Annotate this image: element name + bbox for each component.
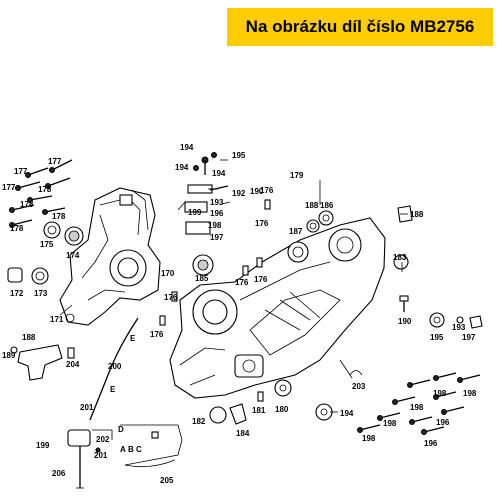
callout-210: 200 bbox=[108, 362, 122, 371]
callout-178-d: 178 bbox=[10, 224, 24, 233]
callout-203-c: 194 bbox=[212, 169, 226, 178]
callout-A: A bbox=[120, 445, 126, 454]
part-number-banner: Na obrázku díl číslo MB2756 bbox=[227, 8, 493, 46]
right-side-small-parts bbox=[315, 295, 483, 435]
callout-173: 173 bbox=[34, 289, 48, 298]
callout-179: 179 bbox=[290, 171, 304, 180]
callout-193: 194 bbox=[340, 409, 354, 418]
leader-lines bbox=[208, 159, 408, 413]
callout-197-a: 198 bbox=[433, 389, 447, 398]
callout-195-a: 196 bbox=[436, 418, 450, 427]
callout-206: 197 bbox=[210, 233, 224, 242]
lower-left-parts bbox=[10, 317, 183, 489]
callout-215: 205 bbox=[160, 476, 174, 485]
callout-177-c: 177 bbox=[2, 183, 16, 192]
callout-211-b: 201 bbox=[94, 451, 108, 460]
callout-174: 174 bbox=[66, 251, 80, 260]
callout-195-b: 196 bbox=[424, 439, 438, 448]
callout-190: 190 bbox=[398, 317, 412, 326]
left-bearings-seals bbox=[7, 221, 84, 285]
callout-201: 192 bbox=[232, 189, 246, 198]
callout-172: 172 bbox=[10, 289, 24, 298]
bolts-177-178 bbox=[9, 159, 73, 228]
callout-213: 203 bbox=[352, 382, 366, 391]
callout-176-c: 176 bbox=[254, 275, 268, 284]
callout-212: 202 bbox=[96, 435, 110, 444]
callout-188: 188 bbox=[305, 201, 319, 210]
callout-171: 171 bbox=[50, 315, 64, 324]
callout-170: 170 bbox=[161, 269, 175, 278]
callout-203-b: 194 bbox=[175, 163, 189, 172]
callout-194: 195 bbox=[430, 333, 444, 342]
callout-200: 190 bbox=[250, 187, 264, 196]
callout-183: 183 bbox=[393, 253, 407, 262]
callout-177: 177 bbox=[48, 157, 62, 166]
callout-196: 197 bbox=[462, 333, 476, 342]
callout-182: 182 bbox=[192, 417, 206, 426]
breather-bracket-assembly bbox=[177, 152, 229, 235]
callout-189: 188 bbox=[410, 210, 424, 219]
callout-177-b: 177 bbox=[14, 167, 28, 176]
dowel-pins-misc bbox=[159, 199, 292, 425]
callout-176-e: 176 bbox=[164, 293, 178, 302]
callout-198: 188 bbox=[22, 333, 36, 342]
left-crankcase-half bbox=[59, 187, 161, 326]
callout-192: 193 bbox=[452, 323, 466, 332]
callout-labels: 177 177 177 178 178 178 178 175 174 172 … bbox=[2, 143, 477, 485]
callout-178-b: 178 bbox=[20, 200, 34, 209]
callout-178: 178 bbox=[38, 185, 52, 194]
callout-197-b: 198 bbox=[463, 389, 477, 398]
callout-214: 204 bbox=[66, 360, 80, 369]
callout-176-f: 176 bbox=[150, 330, 164, 339]
callout-E-2: E bbox=[110, 385, 116, 394]
callout-216: 206 bbox=[52, 469, 66, 478]
callout-C: C bbox=[136, 445, 142, 454]
callout-197-c: 198 bbox=[410, 403, 424, 412]
callout-181: 181 bbox=[252, 406, 266, 415]
right-bearings-seals bbox=[192, 205, 413, 276]
callout-176-d: 176 bbox=[235, 278, 249, 287]
callout-186: 186 bbox=[320, 201, 334, 210]
part-number-title: Na obrázku díl číslo MB2756 bbox=[245, 17, 475, 36]
callout-B: B bbox=[128, 445, 134, 454]
callout-197-e: 198 bbox=[362, 434, 376, 443]
callout-175: 175 bbox=[40, 240, 54, 249]
callout-187: 187 bbox=[289, 227, 303, 236]
callout-207: 198 bbox=[208, 221, 222, 230]
callout-205: 196 bbox=[210, 209, 224, 218]
callout-185: 185 bbox=[195, 274, 209, 283]
callout-E-1: E bbox=[130, 334, 136, 343]
right-crankcase-half bbox=[169, 217, 386, 399]
callout-202: 193 bbox=[210, 198, 224, 207]
callout-D: D bbox=[118, 425, 124, 434]
callout-203: 194 bbox=[180, 143, 194, 152]
callout-184: 184 bbox=[236, 429, 250, 438]
callout-176-a: 176 bbox=[260, 186, 274, 195]
callout-178-c: 178 bbox=[52, 212, 66, 221]
callout-199: 189 bbox=[2, 351, 16, 360]
callout-197-d: 198 bbox=[383, 419, 397, 428]
callout-180: 180 bbox=[275, 405, 289, 414]
callout-211: 201 bbox=[80, 403, 94, 412]
callout-204: 195 bbox=[232, 151, 246, 160]
callout-209: 199 bbox=[36, 441, 50, 450]
callout-176-b: 176 bbox=[255, 219, 269, 228]
callout-208: 199 bbox=[188, 208, 202, 217]
